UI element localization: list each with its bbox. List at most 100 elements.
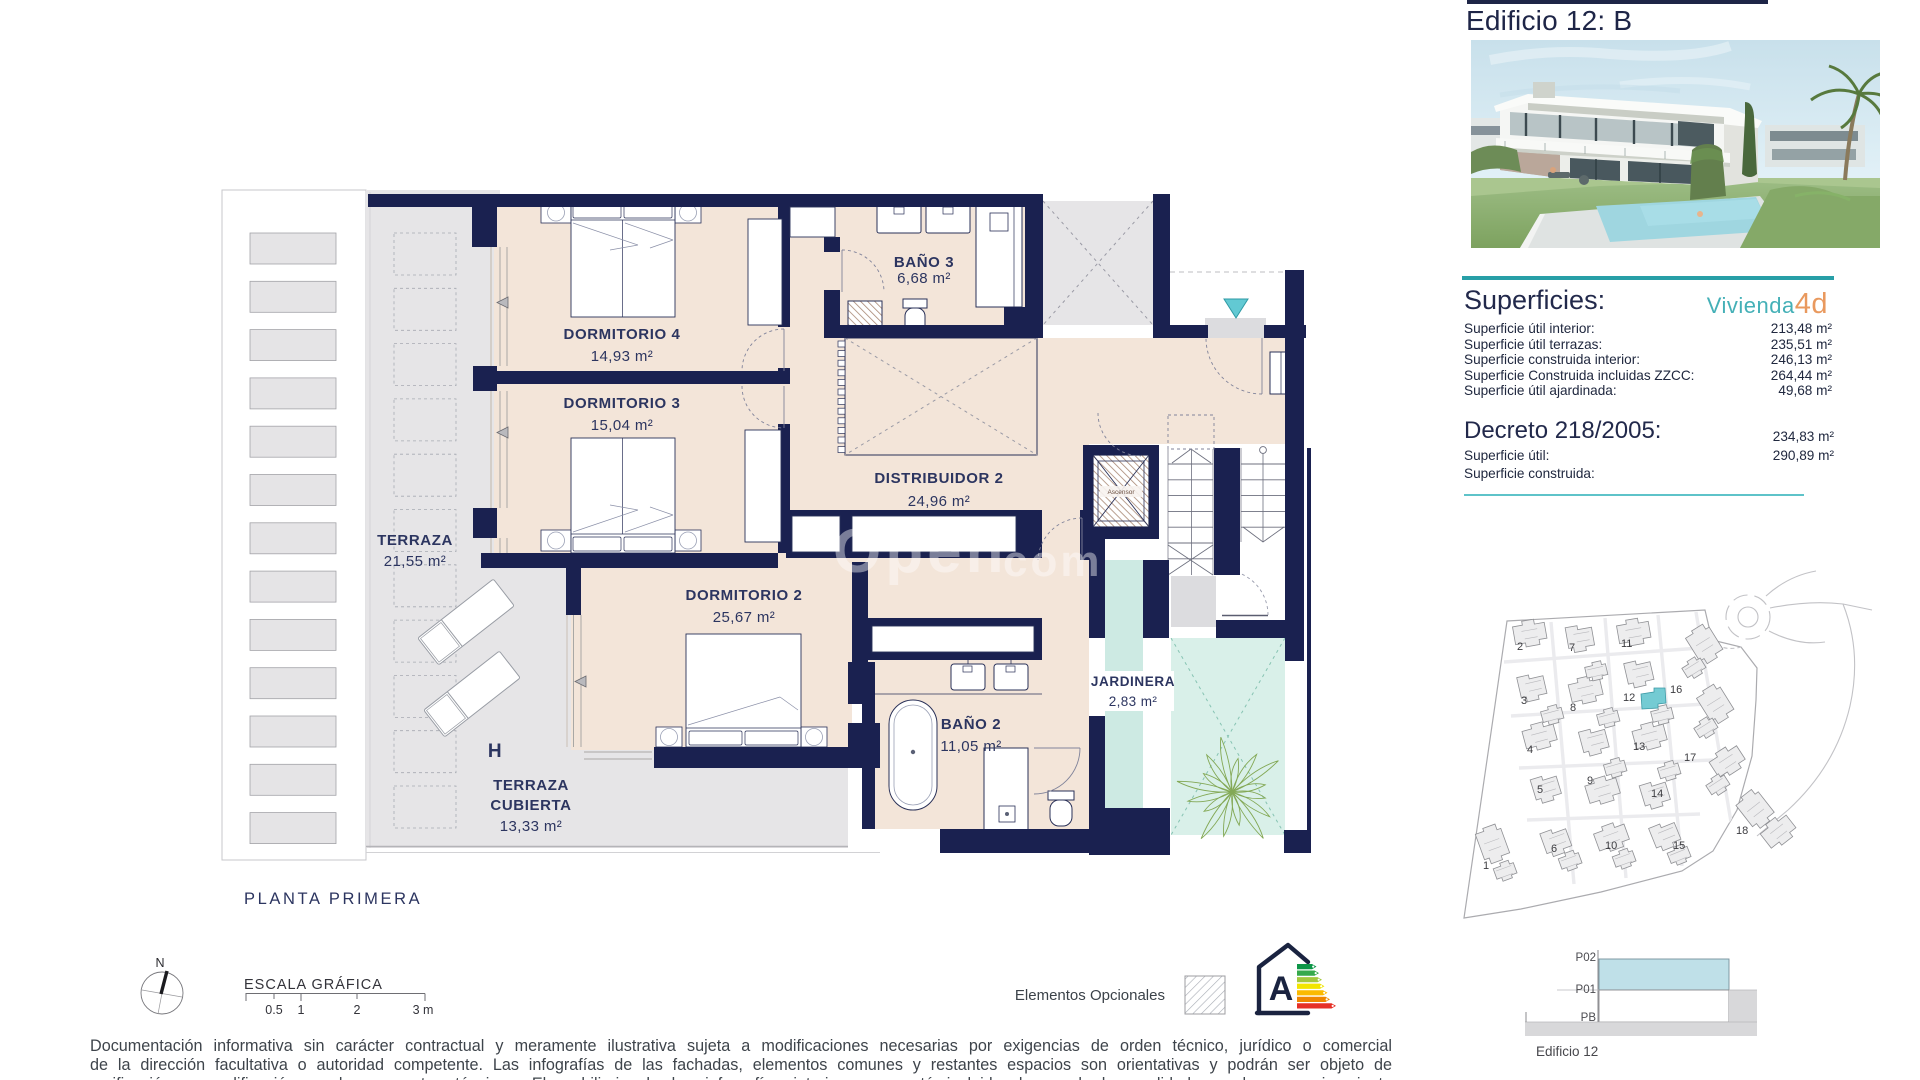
palm-tree xyxy=(1810,64,1880,181)
site-plot-number: 1 xyxy=(1483,860,1489,872)
site-building xyxy=(1557,849,1583,872)
site-building xyxy=(1593,822,1630,852)
deck-tiles xyxy=(393,232,457,829)
svg-text:2: 2 xyxy=(354,1003,361,1017)
page-title: Edificio 12: B xyxy=(1466,5,1633,36)
section-caption: Edificio 12 xyxy=(1536,1044,1598,1059)
site-plot-number: 16 xyxy=(1670,684,1682,696)
site-plot-number: 6 xyxy=(1551,843,1557,855)
pergola-slats xyxy=(221,189,367,861)
site-building xyxy=(1666,843,1692,866)
area-dormitorio2: 25,67 m² xyxy=(713,609,775,626)
svg-text:0.5: 0.5 xyxy=(265,1003,282,1017)
site-building xyxy=(1584,660,1609,682)
site-building xyxy=(1759,814,1797,849)
site-building xyxy=(1539,828,1573,858)
scale-title: ESCALA GRÁFICA xyxy=(244,976,383,993)
site-building xyxy=(1648,821,1682,852)
site-plot-number: 9 xyxy=(1587,775,1593,787)
site-building xyxy=(1623,660,1655,689)
north-label: N xyxy=(155,956,164,970)
site-building xyxy=(1631,721,1668,751)
svg-text:JARDINERA: JARDINERA xyxy=(1091,674,1175,689)
disclaimer-text: Documentación informativa sin carácter c… xyxy=(90,1037,1392,1080)
site-plot-number: 8 xyxy=(1570,702,1576,714)
villa-render xyxy=(1471,40,1880,248)
site-plot-number: 14 xyxy=(1651,788,1663,800)
wardrobes xyxy=(744,206,1035,653)
entry-arrow xyxy=(1223,298,1249,319)
label-terraza-cubierta-2: CUBIERTA xyxy=(490,797,571,814)
area-bano2: 11,05 m² xyxy=(940,738,1001,755)
plant-icon xyxy=(1176,736,1279,840)
site-plot-number: 2 xyxy=(1517,641,1523,653)
section-pb: PB xyxy=(1581,1012,1597,1024)
vivienda-number: 4d xyxy=(1794,288,1828,320)
site-building xyxy=(1584,775,1621,805)
label-terraza-cubierta-1: TERRAZA xyxy=(493,777,569,794)
superficie-row: Superficie útil interior:213,48 m² xyxy=(1464,321,1832,336)
highlighted-plot xyxy=(1640,687,1667,710)
site-plot-number: 7 xyxy=(1569,642,1575,654)
label-distribuidor2: DISTRIBUIDOR 2 xyxy=(874,470,1003,487)
lounge-chairs xyxy=(418,579,520,737)
decreto-value-2: 290,89 m² xyxy=(1772,448,1834,463)
site-plot-number: 3 xyxy=(1521,695,1527,707)
site-plot-number: 4 xyxy=(1527,744,1533,756)
site-building xyxy=(1705,773,1731,796)
room-labels: DORMITORIO 4 14,93 m² DORMITORIO 3 15,04… xyxy=(377,253,1003,835)
site-plot-number: 12 xyxy=(1623,692,1635,704)
site-building xyxy=(1521,721,1558,751)
villa-house xyxy=(1494,82,1762,186)
walls xyxy=(368,194,1311,855)
superficies-heading: Superficies: xyxy=(1464,285,1606,315)
area-terraza: 21,55 m² xyxy=(384,553,446,570)
elevator: Ascensor xyxy=(1092,454,1150,528)
site-building xyxy=(1656,759,1682,782)
disclaimer-line-2: de la dirección facultativa o autoridad … xyxy=(90,1055,1392,1074)
svg-text:1: 1 xyxy=(298,1003,305,1017)
site-plot-number: 15 xyxy=(1673,840,1685,852)
site-building xyxy=(1695,683,1735,725)
site-building xyxy=(1684,623,1724,665)
site-building xyxy=(1681,656,1707,679)
superficies-panel: Superficies: Vivienda4d Superficie útil … xyxy=(1462,276,1834,500)
vivienda-label: Vivienda xyxy=(1706,293,1795,318)
area-dormitorio4: 14,93 m² xyxy=(591,348,653,365)
opcionales-label: Elementos Opcionales xyxy=(1015,987,1165,1004)
doors xyxy=(741,249,1263,795)
superficie-row: Superficie Construida incluidas ZZCC:264… xyxy=(1464,367,1832,383)
label-terraza: TERRAZA xyxy=(377,532,453,549)
site-building xyxy=(1529,775,1562,804)
svg-text:2,83 m²: 2,83 m² xyxy=(1109,694,1158,709)
label-dormitorio4: DORMITORIO 4 xyxy=(564,326,681,343)
top-strip xyxy=(1467,0,1768,4)
site-building xyxy=(1512,618,1548,648)
svg-text:Open: Open xyxy=(833,517,1007,586)
disclaimer-line-1: Documentación informativa sin carácter c… xyxy=(90,1037,1392,1055)
site-building xyxy=(1564,625,1596,653)
site-plot-number: 10 xyxy=(1605,840,1617,852)
area-bano3: 6,68 m² xyxy=(897,270,951,287)
site-building xyxy=(1735,788,1775,829)
label-bano2: BAÑO 2 xyxy=(941,715,1001,733)
section-diagram: P02 P01 PB Edificio 12 xyxy=(1525,950,1757,1059)
window-markers xyxy=(496,296,587,688)
panel-top-bar xyxy=(1462,276,1834,280)
section-p02: P02 xyxy=(1576,952,1596,964)
svg-text:com: com xyxy=(1003,537,1102,586)
skylight-void xyxy=(1042,200,1154,326)
site-building xyxy=(1693,716,1719,739)
elevator-label: Ascensor xyxy=(1107,489,1135,496)
energy-letter: A xyxy=(1269,970,1294,1008)
site-building xyxy=(1616,617,1652,647)
planter-jardinera xyxy=(1105,560,1286,840)
site-building xyxy=(1567,675,1604,705)
site-building xyxy=(1708,745,1746,778)
site-building xyxy=(1540,704,1565,726)
label-dormitorio2: DORMITORIO 2 xyxy=(686,587,803,604)
site-plot-number: 13 xyxy=(1633,741,1645,753)
